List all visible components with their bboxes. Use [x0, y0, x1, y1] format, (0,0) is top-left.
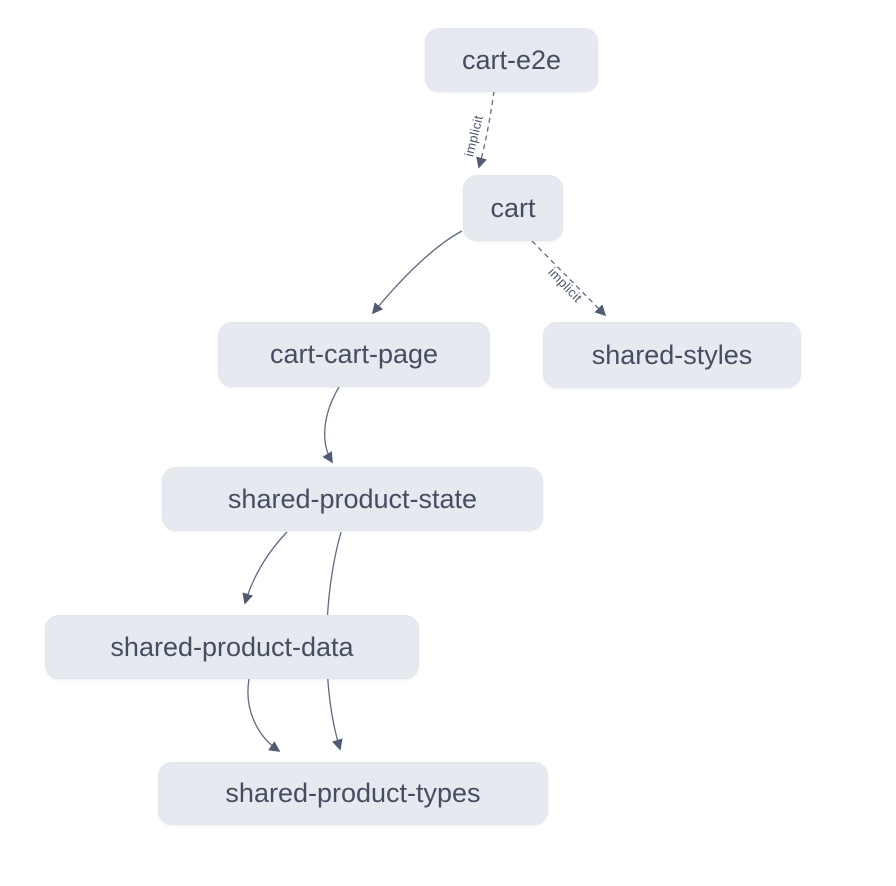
edge-label-implicit-cart-e2e-cart: implicit — [461, 114, 486, 159]
node-label-cart-cart-page: cart-cart-page — [269, 339, 439, 369]
node-cart-cart-page[interactable]: cart-cart-page — [218, 322, 490, 387]
edge-label-implicit-cart-shared-styles: implicit — [545, 265, 585, 306]
node-cart-e2e[interactable]: cart-e2e — [425, 28, 598, 92]
edge-shared-product-state-to-shared-product-data[interactable] — [242, 531, 288, 605]
node-label-shared-product-state: shared-product-state — [227, 483, 478, 514]
node-shared-product-state[interactable]: shared-product-state — [162, 467, 543, 531]
node-label-cart: cart — [490, 192, 536, 223]
node-label-cart-e2e: cart-e2e — [461, 44, 562, 75]
node-shared-styles[interactable]: shared-styles — [543, 322, 801, 388]
edge-cart-cart-page-to-shared-product-state[interactable] — [322, 386, 340, 464]
node-label-shared-product-data: shared-product-data — [110, 631, 354, 662]
node-label-shared-product-types: shared-product-types — [225, 778, 481, 808]
node-label-shared-styles: shared-styles — [591, 339, 753, 370]
node-cart[interactable]: cart — [463, 175, 563, 241]
node-shared-product-types[interactable]: shared-product-types — [158, 762, 548, 825]
node-shared-product-data[interactable]: shared-product-data — [45, 615, 419, 679]
edge-shared-product-data-to-shared-product-types[interactable] — [247, 678, 281, 752]
edge-cart-to-cart-cart-page[interactable] — [371, 230, 463, 315]
